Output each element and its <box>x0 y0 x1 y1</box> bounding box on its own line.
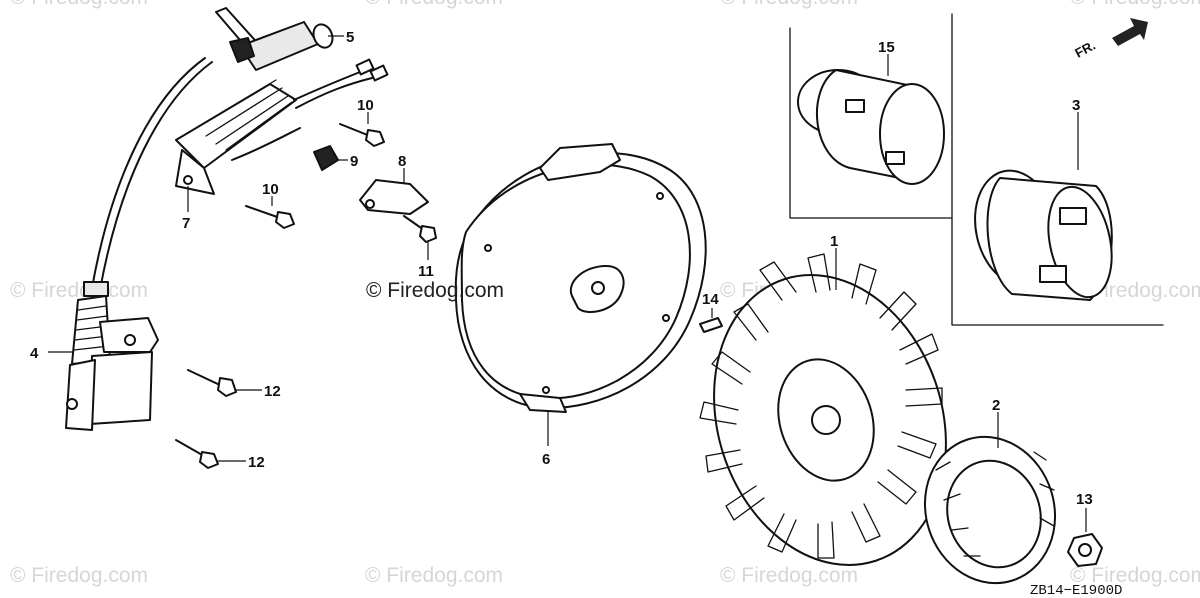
callout-12b: 12 <box>248 454 265 471</box>
wire-connector <box>355 58 375 76</box>
callout-11: 11 <box>418 263 434 280</box>
cup-window <box>845 99 865 113</box>
flywheel-nut-part-13 <box>1067 533 1103 567</box>
lead-ferrule <box>83 281 109 297</box>
charge-coil-bolt-hole <box>183 175 193 185</box>
part-8-bracket <box>359 179 429 215</box>
watermark-text: © Firedog.com <box>365 0 503 9</box>
shroud-top-lug <box>539 143 621 181</box>
callout-3: 3 <box>1072 97 1080 114</box>
ht-lead-outer <box>99 61 213 291</box>
shroud-rivet <box>656 192 664 200</box>
bolt-part-12-upper <box>187 369 237 397</box>
coil-mount-hole <box>124 334 136 346</box>
cup-window <box>885 151 905 165</box>
bolt-part-10-upper <box>339 123 385 147</box>
plug-cap-end <box>312 23 334 49</box>
charge-coil-windings <box>195 79 293 151</box>
pulley-slots <box>935 451 1055 557</box>
front-direction-indicator: FR. <box>1072 18 1148 61</box>
starter-pulley-part-2 <box>923 435 1057 585</box>
cup-front-rim <box>879 83 945 185</box>
charge-coil-assembly <box>175 58 389 195</box>
subassembly-boxes <box>789 13 1164 326</box>
watermark-text: © Firedog.com <box>10 0 148 9</box>
shroud-center-hole <box>591 281 605 295</box>
callout-14: 14 <box>702 291 719 308</box>
callout-7: 7 <box>182 215 190 232</box>
flywheel-bore <box>811 405 841 435</box>
pulley-cup <box>946 459 1042 569</box>
front-arrow-icon <box>1112 18 1148 46</box>
part-14-key <box>699 317 723 333</box>
shroud-bottom-tab <box>519 393 567 413</box>
drawing-code: ZB14−E1900D <box>1030 583 1122 598</box>
shroud-rivet <box>662 314 670 322</box>
charge-coil-lead <box>231 127 301 161</box>
shroud-rivet <box>484 244 492 252</box>
starter-cup-part-3 <box>974 169 1113 301</box>
bolt-part-11 <box>403 215 437 243</box>
callout-8: 8 <box>398 153 406 170</box>
coil-mount-hole <box>66 398 78 410</box>
watermark-text-foreground: © Firedog.com <box>366 279 504 302</box>
ignition-coil-assembly <box>65 57 213 431</box>
callout-6: 6 <box>542 451 550 468</box>
callout-9: 9 <box>350 153 358 170</box>
flywheel-fins <box>699 253 943 559</box>
recoil-cup-part-15 <box>797 69 945 185</box>
callout-10b: 10 <box>262 181 279 198</box>
nut-bore <box>1078 543 1092 557</box>
bolt-part-12-lower <box>175 439 219 469</box>
callout-4: 4 <box>30 345 39 362</box>
fasteners <box>175 123 723 469</box>
callout-leaders <box>48 35 1087 532</box>
bolt-part-10-lower <box>245 205 295 229</box>
nut-hex <box>1067 533 1103 567</box>
charge-coil-wire <box>295 77 373 109</box>
spark-plug-cap <box>215 7 334 71</box>
callout-12a: 12 <box>264 383 281 400</box>
ht-lead-inner <box>91 57 206 289</box>
coil-spring-lines <box>73 305 110 351</box>
callout-5: 5 <box>346 29 354 46</box>
fan-shroud-part-6 <box>454 143 707 413</box>
callout-1: 1 <box>830 233 838 250</box>
callout-10a: 10 <box>357 97 374 114</box>
wire-connector <box>369 64 389 82</box>
shroud-rivet <box>542 386 550 394</box>
callout-15: 15 <box>878 39 895 56</box>
watermark-text: © Firedog.com <box>1070 564 1200 587</box>
plug-cap-boot <box>229 37 255 63</box>
watermark-text: © Firedog.com <box>10 279 148 302</box>
charge-coil-wire <box>293 71 361 101</box>
part-3-window <box>1059 207 1087 225</box>
callout-13: 13 <box>1076 491 1093 508</box>
watermark-text: © Firedog.com <box>1070 0 1200 9</box>
watermark-text: © Firedog.com <box>10 564 148 587</box>
part-3-window <box>1039 265 1067 283</box>
watermark-text: © Firedog.com <box>720 564 858 587</box>
flywheel-part-1 <box>699 253 947 566</box>
coil-body <box>89 351 153 425</box>
watermark-text: © Firedog.com <box>365 564 503 587</box>
charge-coil-top <box>175 83 297 169</box>
front-direction-label: FR. <box>1072 38 1098 61</box>
box-part-15-outline <box>789 27 953 219</box>
callout-2: 2 <box>992 397 1000 414</box>
callout-labels: 1 2 3 4 5 6 7 8 9 10 10 11 12 12 13 14 1… <box>30 29 1093 508</box>
coil-side <box>65 359 96 431</box>
box-part-3-outline <box>951 13 1164 326</box>
part-9-clip <box>313 145 339 171</box>
watermark-text: © Firedog.com <box>720 0 858 9</box>
